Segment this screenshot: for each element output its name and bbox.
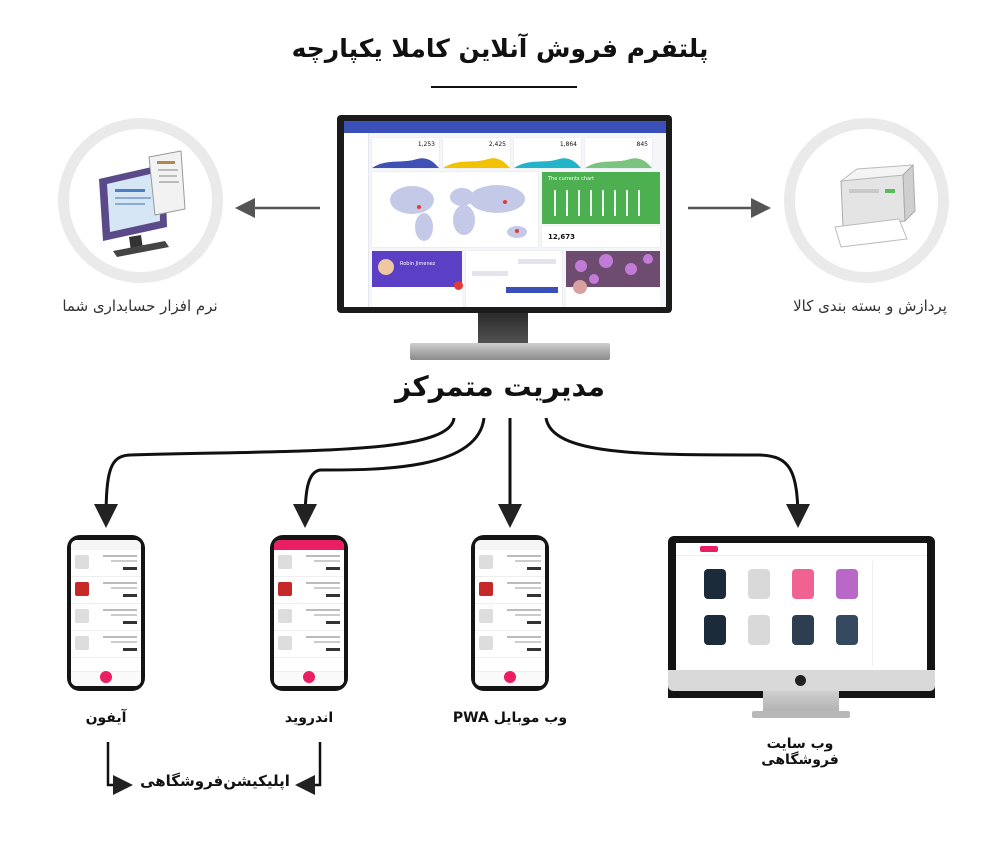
phone-iphone-icon bbox=[67, 535, 145, 691]
green-chart-card: The currents chart bbox=[542, 172, 660, 224]
green-card-footer: 12,673 bbox=[542, 226, 660, 247]
device-label-android: اندروید bbox=[284, 710, 334, 726]
world-map-card bbox=[372, 172, 538, 247]
title-underline bbox=[431, 86, 577, 88]
green-card-bars bbox=[554, 190, 640, 216]
accounting-node bbox=[58, 118, 223, 283]
phone-pwa-icon bbox=[471, 535, 549, 691]
central-management-label: مدیریت متمرکز bbox=[395, 370, 605, 403]
accounting-computer-icon bbox=[99, 150, 186, 257]
printer-icon bbox=[834, 163, 916, 248]
monitor-stand bbox=[478, 313, 528, 345]
stat-value: 1,864 bbox=[559, 141, 577, 148]
packaging-label: پردازش و بسته بندی کالا bbox=[793, 297, 947, 315]
imac-stand bbox=[763, 691, 839, 713]
dashboard-topbar bbox=[344, 121, 666, 133]
stat-card: 1,864 bbox=[514, 138, 581, 168]
packaging-node bbox=[784, 118, 949, 283]
apple-logo-icon bbox=[795, 675, 806, 686]
green-card-title: The currents chart bbox=[548, 176, 595, 182]
iphone-screen bbox=[71, 540, 141, 686]
dashboard-screen: 1,253 2,425 1,864 845 The currents chart bbox=[344, 121, 666, 307]
device-label-website: وب سایت فروشگاهی bbox=[761, 736, 839, 768]
stat-card: 2,425 bbox=[443, 138, 510, 168]
imac-base bbox=[752, 711, 850, 718]
stat-card: 1,253 bbox=[372, 138, 439, 168]
device-label-iphone: آیفون bbox=[85, 710, 127, 726]
flowers-photo-card bbox=[566, 251, 660, 307]
pwa-screen bbox=[475, 540, 545, 686]
website-filter-sidebar bbox=[872, 561, 923, 666]
bracket-android-to-apps bbox=[295, 742, 322, 795]
arrow-to-android bbox=[293, 417, 486, 528]
device-label-pwa: وب موبایل PWA bbox=[452, 710, 568, 726]
phone-android-icon bbox=[270, 535, 348, 691]
store-apps-label: اپلیکیشن‌فروشگاهی bbox=[140, 772, 290, 790]
arrow-to-website bbox=[544, 417, 810, 528]
stat-value: 1,253 bbox=[417, 141, 435, 148]
accounting-label: نرم افزار حسابداری شما bbox=[62, 297, 218, 315]
avatar bbox=[378, 259, 394, 275]
stat-card: 845 bbox=[585, 138, 652, 168]
monitor-base bbox=[410, 343, 610, 360]
arrow-to-iphone bbox=[94, 417, 456, 528]
website-screen bbox=[676, 543, 927, 670]
profile-fab bbox=[454, 281, 463, 290]
imac-chin bbox=[668, 670, 935, 691]
world-map bbox=[390, 185, 527, 241]
page-title: پلتفرم فروش آنلاین کاملا یکپارچه bbox=[291, 34, 709, 63]
green-card-value: 12,673 bbox=[548, 233, 576, 241]
profile-card: Robin Jimenez bbox=[372, 251, 463, 307]
stat-value: 2,425 bbox=[488, 141, 506, 148]
bracket-iphone-to-apps bbox=[106, 742, 133, 795]
profile-name: Robin Jimenez bbox=[400, 261, 436, 267]
android-screen bbox=[274, 540, 344, 686]
website-logo bbox=[700, 546, 718, 552]
stat-value: 845 bbox=[636, 141, 648, 148]
chat-card bbox=[466, 251, 562, 307]
dashboard-sidebar bbox=[344, 133, 369, 307]
